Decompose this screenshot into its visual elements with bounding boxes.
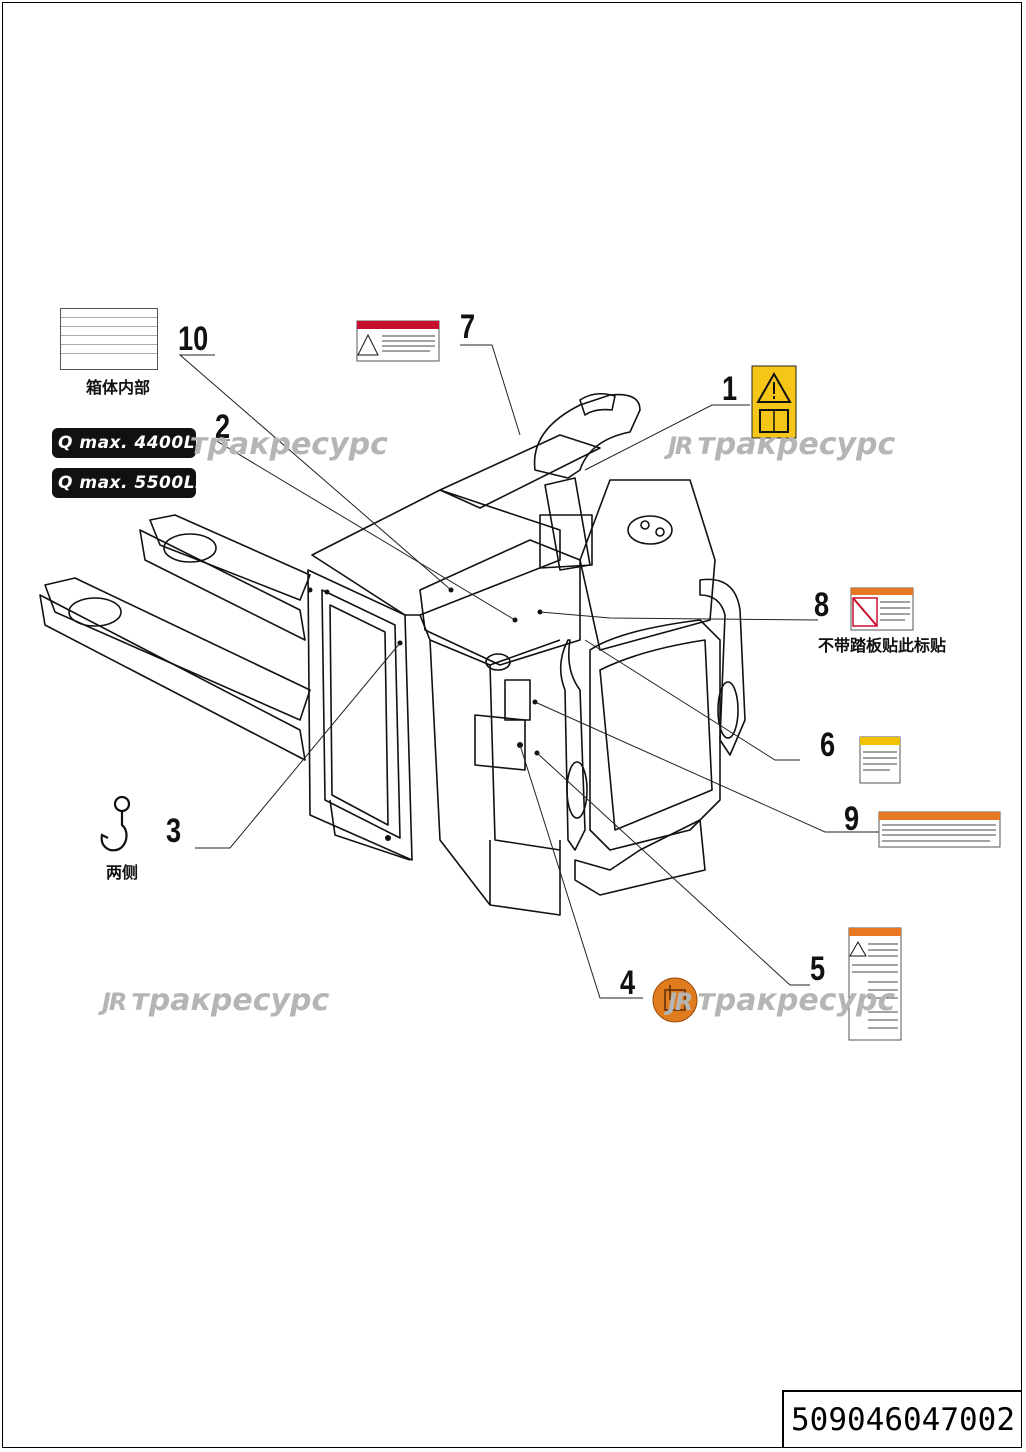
callout-7: 7 xyxy=(460,308,476,346)
truck-outline xyxy=(39,392,746,916)
note-inside-box: 箱体内部 xyxy=(86,378,151,397)
note-no-pedal: 不带踏板贴此标贴 xyxy=(818,636,947,655)
callout-2: 2 xyxy=(215,408,231,446)
callout-5: 5 xyxy=(810,950,826,988)
document-number: 509046047002 xyxy=(782,1390,1022,1448)
callout-6: 6 xyxy=(820,726,836,764)
decal-9-warning-label xyxy=(878,811,1001,848)
capacity-label-4400: Q max. 4400LBS xyxy=(52,428,196,458)
callout-8: 8 xyxy=(814,586,830,624)
hook-icon xyxy=(100,795,131,852)
callout-1: 1 xyxy=(722,370,738,408)
decal-7-danger-label xyxy=(356,320,440,362)
watermark-logo-icon: ЈR xyxy=(102,988,127,1016)
watermark-1: трaкресурс xyxy=(190,427,388,462)
watermark-logo-icon: ЈR xyxy=(668,988,693,1016)
nameplate-decal-10 xyxy=(60,308,158,370)
decal-6-caution-label xyxy=(859,736,901,784)
leader-lines xyxy=(178,344,880,999)
watermark-logo-icon: ЈR xyxy=(668,432,693,460)
decal-1-safety-label xyxy=(751,365,797,439)
decal-8-warning-label xyxy=(850,587,914,631)
note-both-sides: 两侧 xyxy=(106,863,139,882)
decal-5-warning-label xyxy=(848,927,902,1041)
decal-4-round-badge xyxy=(652,977,698,1023)
callout-10: 10 xyxy=(178,320,209,358)
callout-4: 4 xyxy=(620,964,636,1002)
callout-9: 9 xyxy=(844,800,860,838)
capacity-label-5500: Q max. 5500LBS xyxy=(52,468,196,498)
callout-3: 3 xyxy=(166,812,182,850)
